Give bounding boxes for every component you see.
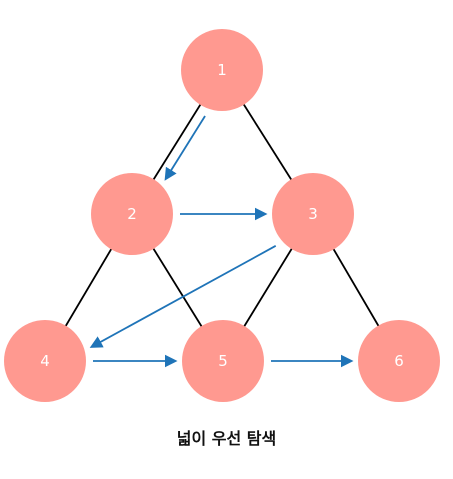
node-label-4: 4 <box>40 352 50 370</box>
node-label-2: 2 <box>127 205 137 223</box>
graph-node-6: 6 <box>358 320 440 402</box>
graph-node-5: 5 <box>182 320 264 402</box>
node-label-3: 3 <box>308 205 318 223</box>
traversal-arrows <box>89 115 354 368</box>
traversal-arrow-1-2 <box>164 115 206 181</box>
graph-node-3: 3 <box>272 173 354 255</box>
graph-node-1: 1 <box>181 29 263 111</box>
node-circle-2 <box>91 173 173 255</box>
graph-node-2: 2 <box>91 173 173 255</box>
node-label-6: 6 <box>394 352 404 370</box>
graph-nodes: 1 2 3 4 5 6 <box>4 29 440 402</box>
node-circle-6 <box>358 320 440 402</box>
traversal-arrow-3-4 <box>89 245 277 348</box>
node-label-5: 5 <box>218 352 228 370</box>
node-circle-1 <box>181 29 263 111</box>
node-circle-4 <box>4 320 86 402</box>
graph-node-4: 4 <box>4 320 86 402</box>
diagram-caption: 넓이 우선 탐색 <box>176 429 277 448</box>
node-circle-3 <box>272 173 354 255</box>
node-circle-5 <box>182 320 264 402</box>
node-label-1: 1 <box>217 61 227 79</box>
